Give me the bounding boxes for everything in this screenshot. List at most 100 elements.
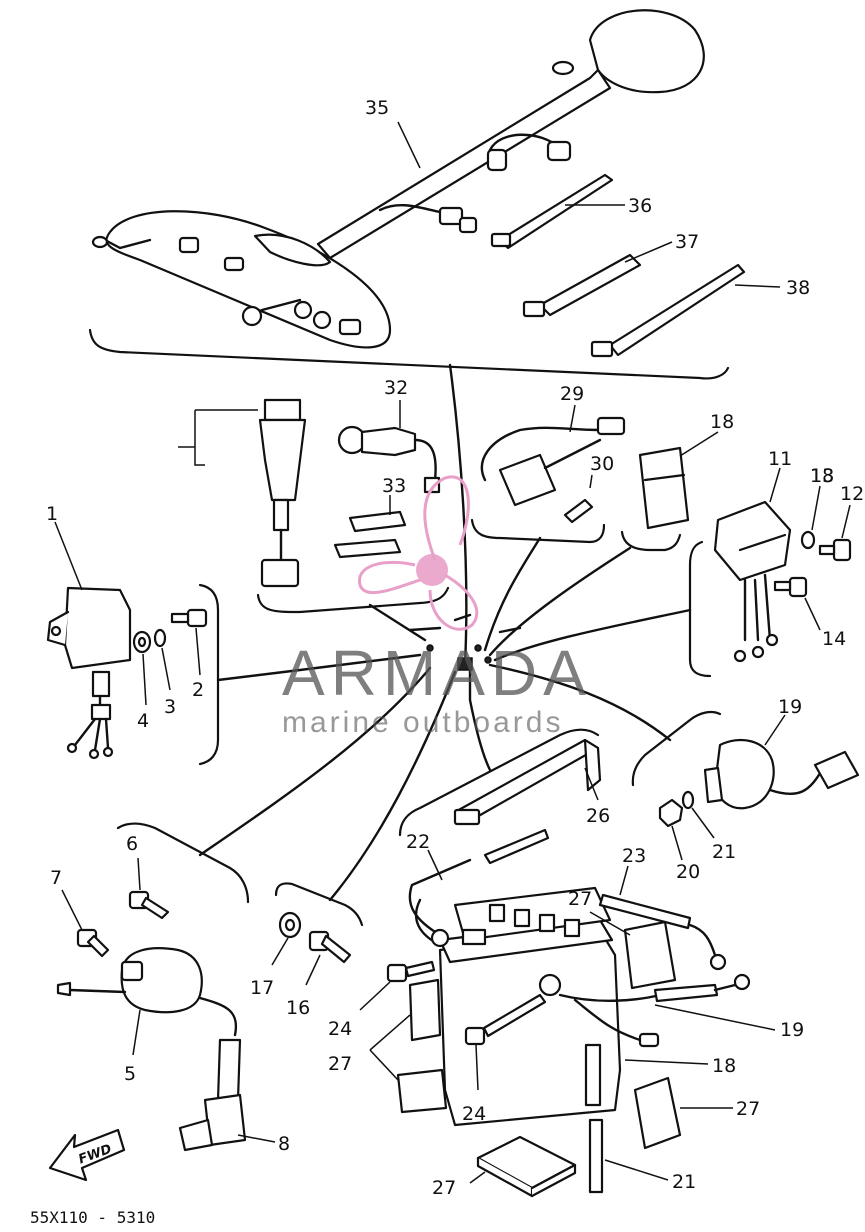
callout-19: 18 (712, 1055, 736, 1077)
callout-26: 27 (432, 1177, 456, 1199)
ignition-coil-5 (56, 947, 247, 1152)
bracket-9-10 (274, 882, 364, 927)
callout-27c: 27 (568, 888, 592, 910)
leader-26 (469, 1171, 486, 1184)
leader-20 (604, 1159, 669, 1181)
cdi-unit-1 (46, 586, 132, 760)
callout-11: 11 (768, 448, 792, 470)
callout-27a: 27 (328, 1053, 352, 1075)
propeller-hub (416, 554, 448, 586)
bolt-24b (464, 993, 547, 1046)
bracket-25 (398, 728, 600, 837)
leader-21 (654, 1004, 776, 1031)
hose-20 (584, 1043, 604, 1194)
leader-19 (624, 1059, 709, 1065)
breather-19 (573, 998, 660, 1048)
callout-17: 21 (712, 841, 736, 863)
label-31 (333, 510, 407, 559)
callout-4: 4 (137, 710, 149, 732)
cable-tie-35 (590, 263, 746, 358)
battery-cable-21 (558, 973, 751, 1003)
washer-10 (278, 911, 302, 939)
nut-16 (658, 798, 684, 828)
bolt-6 (128, 890, 170, 920)
bracket-11 (688, 540, 712, 678)
leader-13 (811, 485, 821, 531)
callout-30: 32 (384, 377, 408, 399)
battery-cable-22 (408, 828, 550, 948)
callout-13: 18 (810, 465, 834, 487)
leader-4 (142, 653, 147, 706)
cable-cover-23 (598, 893, 727, 971)
harness-handle-assembly (91, 9, 705, 349)
callout-18: 18 (710, 411, 734, 433)
pad-27c (623, 920, 677, 990)
callout-10: 17 (250, 977, 274, 999)
leader-27a (369, 1014, 411, 1081)
leader-7 (61, 889, 83, 931)
leader-14 (804, 597, 821, 631)
washer-4 (132, 630, 152, 654)
callout-21: 19 (780, 1019, 804, 1041)
leader-32 (397, 121, 421, 169)
callout-16: 20 (676, 861, 700, 883)
watermark-tagline: marine outboards (282, 706, 563, 739)
leader-24a (359, 981, 391, 1011)
leader-11 (769, 467, 781, 503)
callout-25: 26 (586, 805, 610, 827)
battery-strap-25 (453, 738, 602, 826)
fwd-arrow: FWD (48, 1128, 126, 1182)
callout-34: 37 (675, 231, 699, 253)
leader-35 (734, 284, 781, 288)
leader-8 (237, 1134, 276, 1143)
bolt-12 (818, 538, 852, 562)
leader-29 (589, 474, 593, 489)
relay-18 (638, 446, 690, 530)
washer-17 (681, 790, 695, 810)
solenoid-28 (480, 416, 626, 507)
pad-27a (408, 978, 442, 1042)
washer-3 (153, 628, 167, 648)
bracket-28-29 (470, 518, 606, 544)
main-wiring (198, 363, 692, 902)
callout-33: 36 (628, 195, 652, 217)
callout-20: 21 (672, 1171, 696, 1193)
cable-tie-33 (490, 173, 614, 250)
cap-30 (337, 425, 441, 494)
leader-18 (679, 431, 719, 457)
leader-1 (54, 521, 83, 591)
battery (438, 886, 622, 1127)
starter-relay-15 (703, 738, 860, 810)
callout-2: 2 (192, 679, 204, 701)
cable-tie-34 (522, 253, 642, 318)
leader-34 (624, 241, 673, 263)
leader-16 (671, 825, 683, 861)
callout-8: 8 (278, 1133, 290, 1155)
tray-26 (476, 1135, 577, 1198)
callout-9: 16 (286, 997, 310, 1019)
fuse-29 (563, 498, 594, 524)
key-switch-38 (258, 398, 307, 588)
callout-24a: 24 (328, 1018, 352, 1040)
watermark-brand: ARMADA (282, 637, 592, 709)
callout-12: 12 (840, 483, 864, 505)
watermark: ARMADA marine outboards (282, 475, 592, 739)
callout-15: 19 (778, 696, 802, 718)
leader-17 (691, 807, 715, 839)
bolt-7 (76, 928, 110, 958)
leader-36-38 (178, 409, 258, 466)
callout-7: 7 (50, 867, 62, 889)
leader-22 (427, 849, 443, 881)
leader-24b (475, 1044, 479, 1091)
leader-6 (137, 857, 141, 891)
leader-12 (841, 504, 851, 539)
leader-2 (195, 627, 201, 676)
propeller-logo (358, 475, 479, 631)
callout-13b: 13 (810, 465, 834, 487)
pad-27d (633, 1076, 682, 1150)
callout-22: 22 (406, 831, 430, 853)
leader-23 (619, 865, 629, 896)
bracket-coil (116, 822, 250, 904)
